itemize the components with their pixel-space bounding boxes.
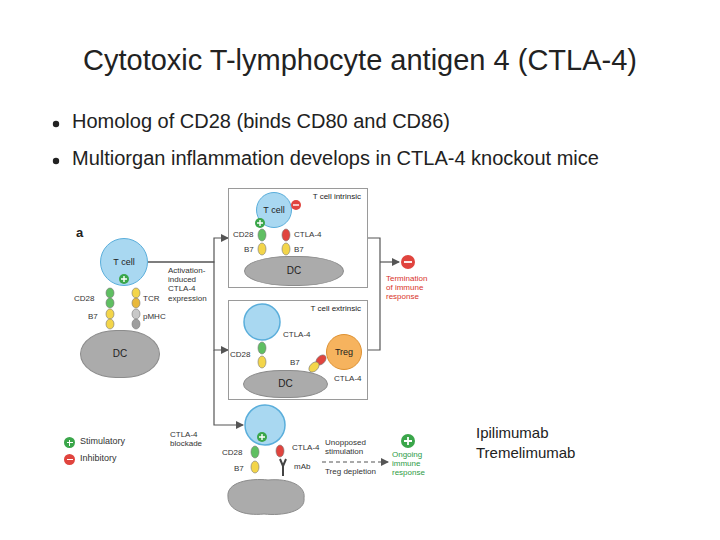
minus-sign <box>291 200 301 210</box>
molecule-label: CTLA-4 <box>292 443 320 452</box>
sign-bar <box>67 459 73 461</box>
cell-name: Treg <box>335 347 353 357</box>
sign-bar <box>69 440 71 446</box>
t-cell-shape <box>244 304 280 340</box>
molecule-label: B7 <box>294 245 304 254</box>
molecule-label: CTLA-4 <box>334 374 362 383</box>
cell-name: DC <box>113 348 127 360</box>
process-note: CTLA-4 blockade <box>170 430 210 448</box>
bullet-text: Homolog of CD28 (binds CD80 and CD86) <box>72 110 450 133</box>
bullet-text: Multiorgan inflammation develops in CTLA… <box>72 147 599 170</box>
t-cell-circle: T cell <box>256 192 292 228</box>
molecule-label: mAb <box>294 462 310 471</box>
drug-name: Ipilimumab <box>476 424 549 441</box>
molecule-label: CD28 <box>233 230 253 239</box>
panel-letter: a <box>76 226 83 241</box>
plus-sign <box>401 434 415 448</box>
molecule-label: CD28 <box>222 448 242 457</box>
treg-circle: Treg <box>326 334 362 370</box>
minus-sign <box>401 255 415 269</box>
mechanism-panel: T cell extrinsicDC Treg <box>228 300 368 400</box>
panel-heading: T cell extrinsic <box>310 304 361 313</box>
dendritic-cell: DC <box>244 256 344 286</box>
molecule-label: CD28 <box>230 350 250 359</box>
molecule-label: B7 <box>290 358 300 367</box>
molecule-label: CTLA-4 <box>294 230 322 239</box>
molecule-label: B7 <box>88 312 98 321</box>
panel-heading: T cell intrinsic <box>313 192 361 201</box>
legend-text: Inhibitory <box>80 453 117 463</box>
slide-title: Cytotoxic T-lymphocyte antigen 4 (CTLA-4… <box>0 44 720 77</box>
receptors-left <box>106 288 140 329</box>
outcome-note: Termination of immune response <box>386 274 434 302</box>
drug-name: Tremelimumab <box>476 444 575 461</box>
molecule-label: pMHC <box>143 312 166 321</box>
process-note: Treg depletion <box>325 467 376 476</box>
molecule-label: B7 <box>234 464 244 473</box>
activation-arrow <box>148 238 228 262</box>
molecule-label: CTLA-4 <box>283 330 311 339</box>
process-note: Activation-induced CTLA-4 expression <box>168 266 208 303</box>
plus-sign <box>257 432 267 442</box>
cell-name: DC <box>278 378 292 390</box>
mechanism-panel: T cell intrinsic T cellDC <box>228 188 368 288</box>
dendritic-cell: DC <box>243 370 328 398</box>
dashed-arrow <box>322 461 388 462</box>
blockade-illustration <box>228 405 304 514</box>
t-cell-circle: T cell <box>100 238 148 286</box>
dendritic-cell: DC <box>80 330 160 378</box>
molecule-label: TCR <box>143 294 159 303</box>
legend-text: Stimulatory <box>80 436 125 446</box>
cell-name: T cell <box>263 205 284 215</box>
extrinsic-illustration <box>244 304 328 374</box>
receptors-intrinsic <box>258 229 290 255</box>
molecule-label: CD28 <box>74 294 94 303</box>
cell-name: DC <box>287 265 301 277</box>
bullet-dots <box>53 121 59 164</box>
molecule-label: B7 <box>244 245 254 254</box>
outcome-note: Ongoing immune response <box>392 450 440 478</box>
cell-name: T cell <box>113 257 134 267</box>
process-note: Unopposed stimulation <box>325 438 387 456</box>
legend-swatch <box>64 454 75 465</box>
legend-swatch <box>64 437 75 448</box>
activation-arrow <box>148 262 228 350</box>
